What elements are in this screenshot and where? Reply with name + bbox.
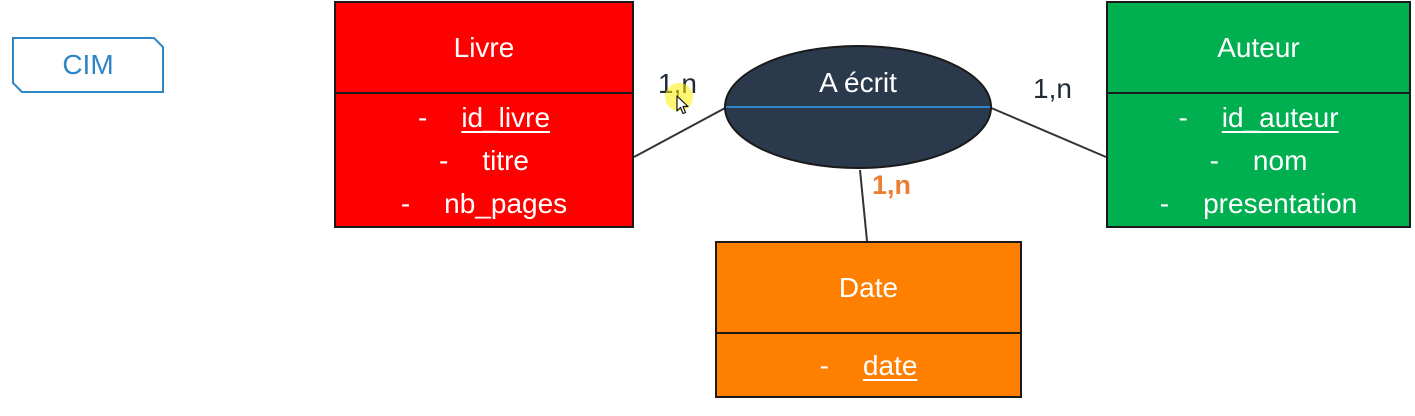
attribute-bullet: - (819, 349, 829, 381)
attribute-nb-pages: nb_pages (444, 187, 568, 219)
attribute-presentation: presentation (1203, 187, 1358, 219)
attribute-bullet: - (1209, 144, 1219, 176)
entity-livre-title: Livre (336, 3, 632, 94)
mouse-pointer-icon (676, 95, 689, 115)
entity-date: Date - date (715, 241, 1022, 398)
entity-auteur-attributes: - id_auteur - nom - presentation (1108, 94, 1409, 226)
entity-livre: Livre - id_livre - titre - nb_pages (334, 1, 634, 228)
connector-date (859, 169, 868, 242)
attribute-row: - presentation (1160, 182, 1357, 225)
entity-livre-attributes: - id_livre - titre - nb_pages (336, 94, 632, 226)
attribute-bullet: - (438, 144, 449, 176)
association-label: A écrit (819, 67, 897, 98)
attribute-bullet: - (400, 187, 411, 219)
attribute-nom: nom (1252, 144, 1308, 176)
connector-auteur (988, 106, 1107, 158)
entity-auteur: Auteur - id_auteur - nom - presentation (1106, 1, 1411, 228)
attribute-id-livre: id_livre (461, 101, 551, 133)
attribute-titre: titre (482, 144, 529, 176)
attribute-bullet: - (1159, 187, 1170, 219)
attribute-row: - date (820, 344, 918, 387)
cim-tag: CIM (11, 36, 165, 94)
attribute-date: date (862, 349, 918, 381)
attribute-row: - titre (439, 139, 529, 182)
cim-label: CIM (62, 49, 114, 80)
attribute-row: - id_livre (418, 96, 550, 139)
entity-date-attributes: - date (717, 334, 1020, 396)
attribute-bullet: - (1178, 101, 1188, 133)
entity-date-title: Date (717, 243, 1020, 334)
cardinality-date: 1,n (872, 170, 912, 200)
attribute-id-auteur: id_auteur (1221, 101, 1339, 133)
attribute-row: - nb_pages (401, 182, 567, 225)
attribute-bullet: - (417, 101, 428, 133)
attribute-row: - id_auteur (1178, 96, 1338, 139)
cardinality-auteur: 1,n (1033, 73, 1072, 104)
connector-livre (633, 106, 728, 158)
attribute-row: - nom (1210, 139, 1308, 182)
entity-auteur-title: Auteur (1108, 3, 1409, 94)
